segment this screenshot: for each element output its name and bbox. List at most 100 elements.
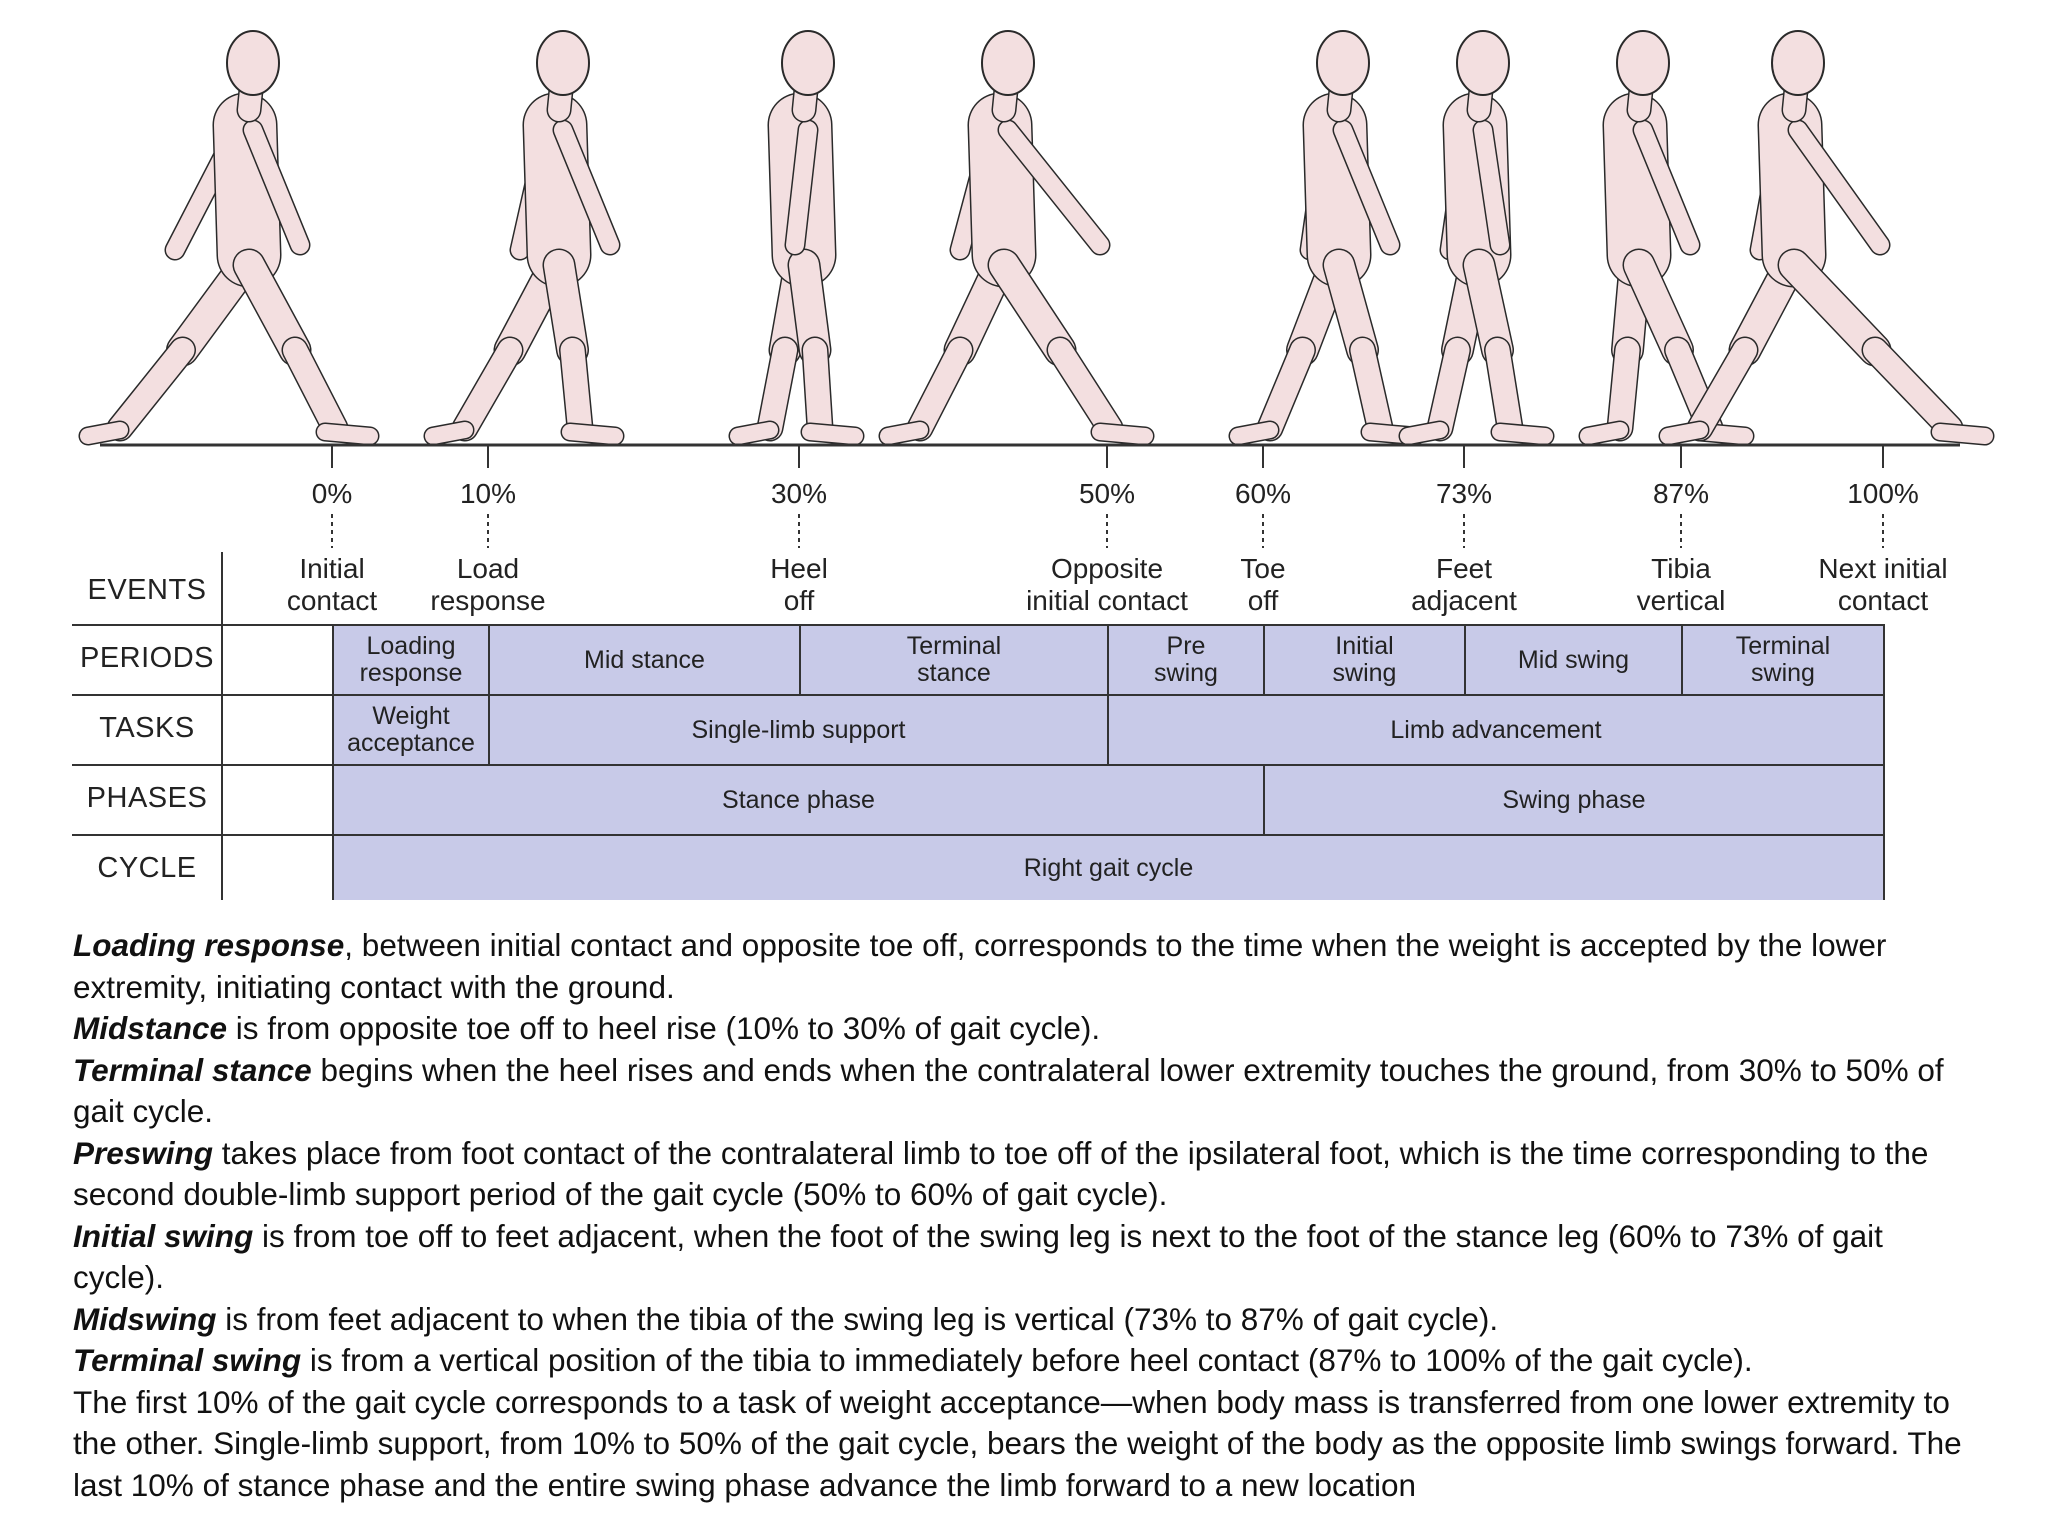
cycle-cell: Right gait cycle xyxy=(332,834,1885,900)
row-label-tasks: TASKS xyxy=(99,712,195,744)
description-term: Terminal stance xyxy=(73,1051,312,1088)
cell-text-line1: Mid stance xyxy=(584,645,705,674)
description-paragraph: Preswing takes place from foot contact o… xyxy=(73,1133,1973,1216)
phases-cell: Stance phase xyxy=(332,764,1265,836)
event-label-line2: off xyxy=(1247,585,1279,616)
event-percent: 100% xyxy=(1847,478,1919,509)
cell-text-line1: Loading xyxy=(366,632,456,660)
walking-figure xyxy=(1228,30,1425,446)
table-rule xyxy=(72,764,332,766)
event-label-line1: Heel xyxy=(770,553,828,584)
cell-text-line1: Terminal xyxy=(1735,632,1831,660)
cell-text-line2: response xyxy=(359,659,463,687)
description-paragraph: Terminal stance begins when the heel ris… xyxy=(73,1050,1973,1133)
event-percent: 73% xyxy=(1435,478,1493,509)
walking-figure xyxy=(423,30,625,446)
description-term: Midstance xyxy=(73,1010,228,1046)
event-percent: 0% xyxy=(311,478,353,509)
event-label-line2: off xyxy=(783,585,815,616)
cell-text-line2: swing xyxy=(1332,659,1397,687)
cell-text-line1: Terminal xyxy=(906,632,1002,660)
description-term: Preswing xyxy=(73,1134,214,1171)
event-label-line1: Feet xyxy=(1435,553,1493,584)
description-body: is from opposite toe off to heel rise (1… xyxy=(227,1010,1101,1046)
description-body: is from toe off to feet adjacent, when t… xyxy=(73,1217,1883,1296)
tasks-cell: Single-limb support xyxy=(488,694,1109,766)
walking-figure xyxy=(1578,30,1755,446)
description-paragraph: Loading response, between initial contac… xyxy=(73,925,1973,1008)
cell-text-line2: stance xyxy=(917,659,991,687)
description-paragraph: Midswing is from feet adjacent to when t… xyxy=(73,1299,1973,1341)
cell-text-line1: Weight xyxy=(372,702,450,730)
phases-cell: Swing phase xyxy=(1263,764,1885,836)
periods-cell: Mid stance xyxy=(488,624,801,696)
description-body: , between initial contact and opposite t… xyxy=(73,927,1887,1005)
description-body: is from feet adjacent to when the tibia … xyxy=(216,1300,1499,1337)
cell-text-line1: Initial xyxy=(1335,632,1394,660)
description-term: Terminal swing xyxy=(73,1342,302,1378)
cell-text-line1: Single-limb support xyxy=(691,715,906,744)
event-label-line1: Next initial xyxy=(1818,553,1948,584)
cell-text-line1: Swing phase xyxy=(1502,785,1646,814)
event-label-line2: contact xyxy=(1837,585,1929,616)
walking-figure xyxy=(1398,30,1555,446)
table-rule xyxy=(72,624,332,626)
event-label-line2: contact xyxy=(286,585,378,616)
row-label-cycle: CYCLE xyxy=(97,852,197,884)
row-label-events: EVENTS xyxy=(87,574,207,606)
table-rule xyxy=(72,694,332,696)
description-body: takes place from foot contact of the con… xyxy=(73,1134,1929,1213)
cell-text-line1: Limb advancement xyxy=(1390,715,1602,744)
description-term: Midswing xyxy=(73,1300,217,1337)
cell-text-line2: swing xyxy=(1751,659,1815,687)
event-label-line1: Load xyxy=(456,553,520,584)
timeline-axis xyxy=(100,443,1960,548)
cell-text-line1: Stance phase xyxy=(722,785,875,814)
event-label-line2: adjacent xyxy=(1411,585,1517,616)
walking-figure xyxy=(78,30,380,446)
description-paragraph: Initial swing is from toe off to feet ad… xyxy=(73,1216,1973,1299)
tasks-cell: Limb advancement xyxy=(1107,694,1885,766)
cell-text-line2: swing xyxy=(1154,659,1218,687)
walking-figure xyxy=(878,30,1155,446)
walking-figure xyxy=(1658,30,1995,446)
description-term: Initial swing xyxy=(73,1217,254,1254)
cell-text-line1: Mid swing xyxy=(1517,645,1630,674)
walking-figures-illustration xyxy=(78,30,1995,446)
description-paragraph: Midstance is from opposite toe off to he… xyxy=(73,1008,1973,1050)
description-term: Loading response xyxy=(73,927,345,963)
description-body: is from a vertical position of the tibia… xyxy=(301,1342,1753,1378)
event-label-line1: Toe xyxy=(1240,553,1286,584)
event-label-line2: vertical xyxy=(1636,585,1726,616)
event-percent: 60% xyxy=(1234,478,1292,509)
event-percent: 10% xyxy=(459,478,517,509)
description-text: Loading response, between initial contac… xyxy=(73,925,1973,1506)
table-rule xyxy=(72,834,332,836)
event-percent: 87% xyxy=(1652,478,1710,509)
walking-figure xyxy=(728,30,865,446)
cell-text-line2: acceptance xyxy=(347,729,475,757)
row-label-periods: PERIODS xyxy=(79,642,215,674)
event-label-line2: response xyxy=(430,585,546,616)
event-percent: 30% xyxy=(770,478,828,509)
description-body: begins when the heel rises and ends when… xyxy=(73,1051,1944,1130)
event-label-line1: Tibia xyxy=(1651,553,1711,584)
periods-cell: Mid swing xyxy=(1464,624,1683,696)
event-percent: 50% xyxy=(1078,478,1136,509)
cell-text-line1: Pre xyxy=(1166,632,1206,660)
row-label-phases: PHASES xyxy=(86,782,208,814)
description-paragraph: The first 10% of the gait cycle correspo… xyxy=(73,1382,1973,1507)
